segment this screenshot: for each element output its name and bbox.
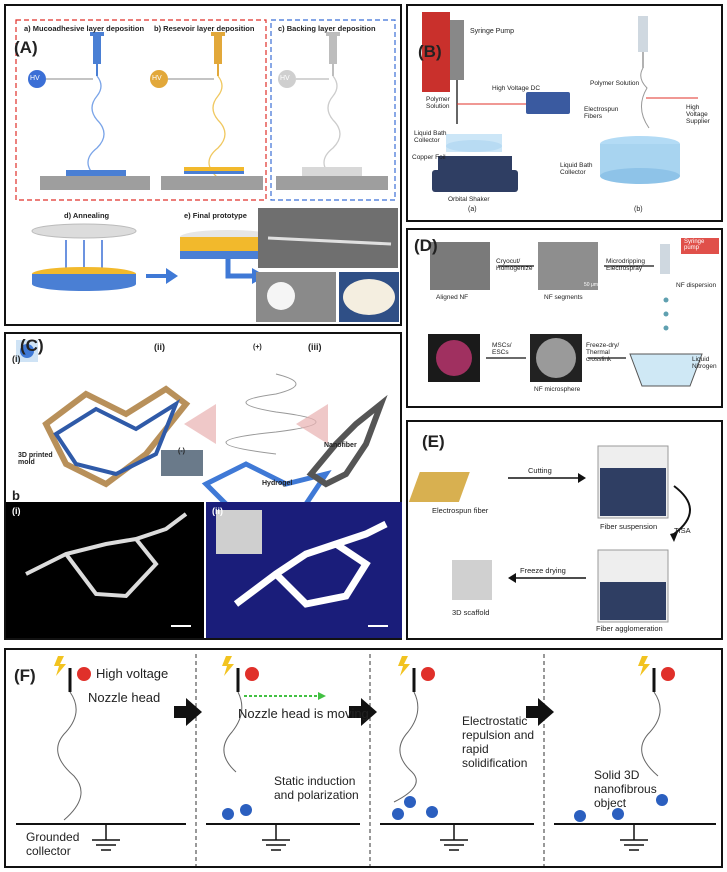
aligned-nf-label: Aligned NF <box>436 294 469 301</box>
hv-label-b: HV <box>152 75 162 82</box>
panel-d: (D) Aligned NF Cryocut/ Homogenize NF se… <box>406 228 723 408</box>
electrospun-fibers-label: Electrospun Fibers <box>584 106 619 120</box>
high-voltage-supplier-label: High Voltage Supplier <box>686 104 710 125</box>
nanofiber-label: Nanofiber <box>324 442 357 449</box>
panel-a: (A) a) Mucoadhesive layer deposition b) … <box>4 4 402 326</box>
sub-a-label: (a) <box>468 206 477 213</box>
electron-icon <box>222 794 668 822</box>
polymer-solution-left-label: Polymer Solution <box>426 96 450 110</box>
electrostatic-label: Electrostatic repulsion and rapid solidi… <box>462 714 535 770</box>
plus-label: (+) <box>253 344 262 351</box>
panel-c-graphic <box>6 340 402 638</box>
panel-a-graphic <box>15 19 399 322</box>
panel-b: (B) Syringe Pump Polymer Solution High V… <box>406 4 723 222</box>
freeze-drying-label: Freeze drying <box>520 566 566 575</box>
static-induction-label: Static induction and polarization <box>274 774 359 802</box>
panel-f: (F) High voltage Nozzle head Grounded co… <box>4 648 723 868</box>
solid-3d-label: Solid 3D nanofibrous object <box>594 768 657 810</box>
copper-foil-label: Copper Foil <box>412 154 446 161</box>
polymer-solution-right-label: Polymer Solution <box>590 80 640 87</box>
panel-b-graphic <box>422 12 698 192</box>
panel-c-b-label: b <box>12 488 20 503</box>
electrospun-fiber-label: Electrospun fiber <box>432 506 489 515</box>
panel-f-graphic <box>16 654 716 866</box>
syringe-pump-label: Syringe Pump <box>470 28 514 35</box>
tisa-label: TISA <box>674 526 691 535</box>
panel-e: (E) Electrospun fiber Cutting Fiber susp… <box>406 420 723 640</box>
sub-b-label: (b) <box>634 206 643 213</box>
cryocut-label: Cryocut/ Homogenize <box>496 258 533 272</box>
step-a-label: a) Mucoadhesive layer deposition <box>24 24 145 33</box>
panel-d-label: (D) <box>414 236 438 255</box>
fiber-suspension-label: Fiber suspension <box>600 522 658 531</box>
panel-e-label: (E) <box>422 432 445 451</box>
panel-d-graphic <box>428 238 719 387</box>
cutting-label: Cutting <box>528 466 552 475</box>
panel-c-i-label: (i) <box>12 354 21 364</box>
syringe-pump-d-label: Syringe pump <box>684 239 705 251</box>
3d-scaffold-label: 3D scaffold <box>452 608 490 617</box>
arrow-icon <box>174 698 554 726</box>
step-d-label: d) Annealing <box>64 211 110 220</box>
hv-label-c: HV <box>280 75 290 82</box>
liquid-bath-right-label: Liquid Bath Collector <box>560 162 593 176</box>
minus-label: (-) <box>178 448 185 455</box>
scale-bar-label: 50 μm <box>584 282 598 288</box>
syringe-pump-icon <box>422 12 450 92</box>
nf-microsphere-label: NF microsphere <box>534 386 581 393</box>
panel-c-ii-label: (ii) <box>154 342 165 352</box>
syringe-icon <box>90 32 104 76</box>
step-c-label: c) Backing layer deposition <box>278 24 376 33</box>
nozzle-head-label: Nozzle head <box>88 690 161 705</box>
high-voltage-label: High voltage <box>96 666 169 681</box>
step-e-label: e) Final prototype <box>184 211 247 220</box>
panel-c-iii-label: (iii) <box>308 342 322 352</box>
panel-c-bi-label: (i) <box>12 506 21 516</box>
panel-c-label: (C) <box>20 336 44 355</box>
hydrogel-label: Hydrogel <box>262 480 293 487</box>
hv-label-a: HV <box>30 75 40 82</box>
liquid-bath-left-label: Liquid Bath Collector <box>414 130 447 144</box>
nozzle-moving-label: Nozzle head is moving <box>238 706 369 721</box>
high-voltage-dc-label: High Voltage DC <box>492 85 541 92</box>
mscs-label: MSCs/ ESCs <box>492 342 512 356</box>
mold-label: 3D printed mold <box>18 452 53 466</box>
panel-a-label: (A) <box>14 38 38 57</box>
liquid-nitrogen-label: Liquid Nitrogen <box>692 356 717 370</box>
nf-dispersion-label: NF dispersion <box>676 282 717 289</box>
fiber-agglomeration-label: Fiber agglomeration <box>596 624 663 633</box>
syringe-pump-box <box>681 238 719 254</box>
grounded-collector-label: Grounded collector <box>26 830 80 858</box>
panel-e-graphic <box>408 445 691 623</box>
step-b-label: b) Resevoir layer deposition <box>154 24 255 33</box>
panel-b-label: (B) <box>418 42 442 61</box>
orbital-shaker-label: Orbital Shaker <box>448 196 490 203</box>
nf-segments-label: NF segments <box>544 294 583 301</box>
freeze-dry-label: Freeze-dry/ Thermal crosslink <box>586 342 620 363</box>
panel-c-bii-label: (ii) <box>212 506 223 516</box>
panel-c: (C) (i) (ii) (iii) 3D printed mold (+) (… <box>4 332 402 640</box>
panel-f-label: (F) <box>14 666 36 685</box>
microdripping-label: Microdripping Electrospray <box>606 258 646 272</box>
